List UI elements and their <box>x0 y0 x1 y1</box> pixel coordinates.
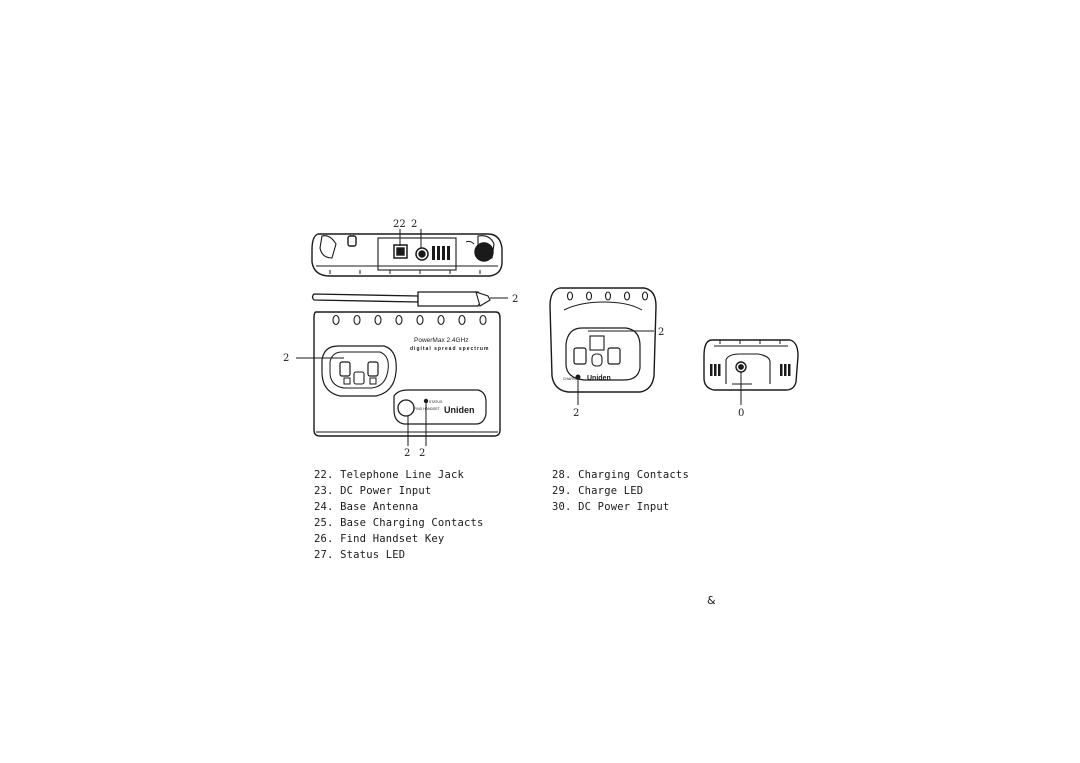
legend-item: 26. Find Handset Key <box>314 531 484 547</box>
callout-find-key: 2 <box>404 448 410 459</box>
legend-item: 23. DC Power Input <box>314 483 484 499</box>
base-model-label: PowerMax 2.4GHz <box>414 337 469 344</box>
base-find-key-label: FIND HANDSET <box>414 407 441 411</box>
base-rear-view <box>311 229 503 277</box>
callout-antenna: 2 <box>512 294 518 305</box>
legend-item: 25. Base Charging Contacts <box>314 515 484 531</box>
callout-base-contacts: 2 <box>283 353 289 364</box>
legend-item: 22. Telephone Line Jack <box>314 467 484 483</box>
legend-left: 22. Telephone Line Jack 23. DC Power Inp… <box>314 467 484 563</box>
charger-unit <box>549 287 657 405</box>
legend-label: Status LED <box>340 549 406 561</box>
charger-brand-logo: Uniden <box>587 375 611 382</box>
callout-charger-contacts: 2 <box>658 327 664 338</box>
legend-number: 30. <box>552 501 572 513</box>
legend-item: 28. Charging Contacts <box>552 467 689 483</box>
legend-number: 23. <box>314 485 334 497</box>
callout-line-jack: 22 <box>393 219 406 230</box>
legend-item: 24. Base Antenna <box>314 499 484 515</box>
legend-right: 28. Charging Contacts 29. Charge LED 30.… <box>552 467 689 515</box>
legend-label: DC Power Input <box>340 485 432 497</box>
legend-item: 29. Charge LED <box>552 483 689 499</box>
legend-item: 27. Status LED <box>314 547 484 563</box>
base-status-led-label: STATUS <box>429 400 443 404</box>
legend-label: Charging Contacts <box>578 469 689 481</box>
legend-item: 30. DC Power Input <box>552 499 689 515</box>
callout-status-led: 2 <box>419 448 425 459</box>
legend-number: 29. <box>552 485 572 497</box>
legend-label: Find Handset Key <box>340 533 445 545</box>
legend-number: 26. <box>314 533 334 545</box>
legend-number: 22. <box>314 469 334 481</box>
base-brand-logo: Uniden <box>444 405 475 415</box>
legend-number: 25. <box>314 517 334 529</box>
charger-rear-view <box>703 339 799 405</box>
callout-charge-led: 2 <box>573 408 579 419</box>
legend-label: Telephone Line Jack <box>340 469 465 481</box>
page-marker: & <box>707 594 716 607</box>
legend-label: Charge LED <box>578 485 644 497</box>
base-unit <box>296 311 501 446</box>
legend-number: 27. <box>314 549 334 561</box>
base-subtitle-label: digital spread spectrum <box>410 346 489 352</box>
callout-dc-power: 2 <box>411 219 417 230</box>
legend-number: 28. <box>552 469 572 481</box>
legend-number: 24. <box>314 501 334 513</box>
charger-led-label: CHARGE <box>563 377 579 381</box>
legend-label: Base Charging Contacts <box>340 517 484 529</box>
callout-charger-power: 0 <box>738 408 744 419</box>
base-antenna <box>311 291 508 307</box>
legend-label: DC Power Input <box>578 501 670 513</box>
legend-label: Base Antenna <box>340 501 419 513</box>
